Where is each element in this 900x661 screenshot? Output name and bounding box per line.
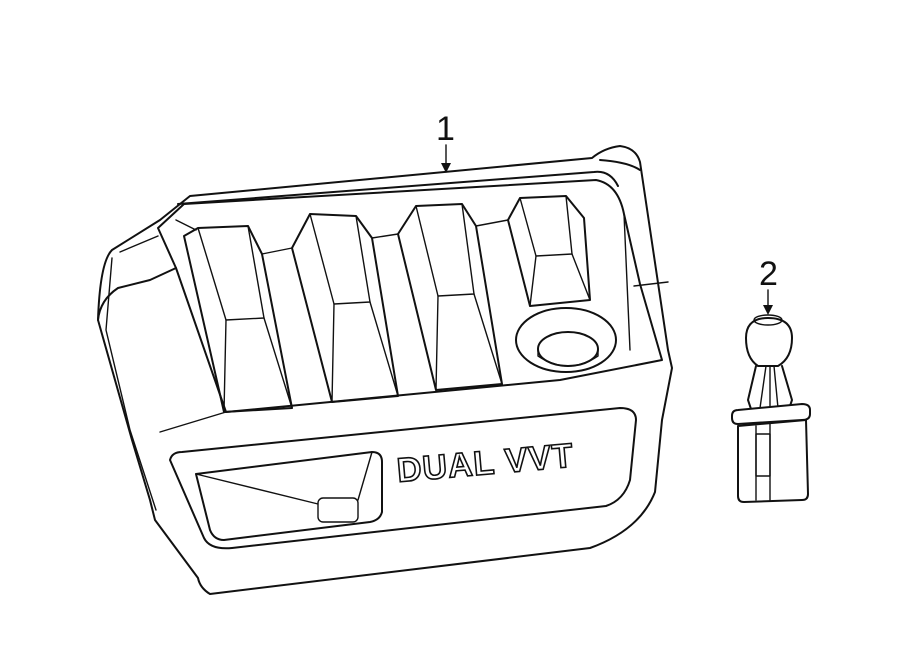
callout-2-label: 2 bbox=[759, 255, 778, 293]
front-panel bbox=[169, 407, 637, 550]
cover-rear-tab bbox=[599, 159, 641, 171]
clip-neck-ribs bbox=[759, 365, 779, 411]
callout-1-arrowhead bbox=[441, 163, 451, 173]
clip-body-slot bbox=[755, 433, 771, 477]
callout-2: 2 bbox=[759, 255, 778, 315]
front-recess bbox=[195, 451, 383, 541]
clip-neck-left bbox=[747, 365, 757, 413]
front-face-edge bbox=[159, 411, 227, 433]
oil-filler-boss bbox=[515, 307, 617, 373]
retainer-clip bbox=[731, 314, 811, 503]
cover-deck bbox=[157, 179, 663, 413]
clip-ball-top bbox=[753, 314, 783, 326]
deck-edge-right bbox=[623, 213, 631, 351]
engine-cover: DUAL VVT bbox=[97, 145, 673, 595]
engine-cover-outline bbox=[97, 145, 673, 595]
callout-1-label: 1 bbox=[436, 110, 455, 148]
deck-corner bbox=[175, 219, 197, 231]
clip-body bbox=[737, 419, 809, 503]
dual-vvt-emboss: DUAL VVT bbox=[395, 437, 575, 490]
cover-top-lip bbox=[177, 170, 619, 205]
callout-2-arrowhead bbox=[763, 305, 773, 315]
clip-ball-head bbox=[745, 317, 793, 367]
callout-1: 1 bbox=[436, 110, 455, 173]
rib-4 bbox=[475, 195, 591, 307]
rib-1 bbox=[183, 225, 293, 413]
left-side-inner bbox=[105, 257, 157, 511]
rib-2 bbox=[261, 213, 399, 403]
left-side-top bbox=[97, 267, 177, 321]
left-side-edge bbox=[119, 235, 159, 253]
deck-step bbox=[633, 281, 669, 287]
